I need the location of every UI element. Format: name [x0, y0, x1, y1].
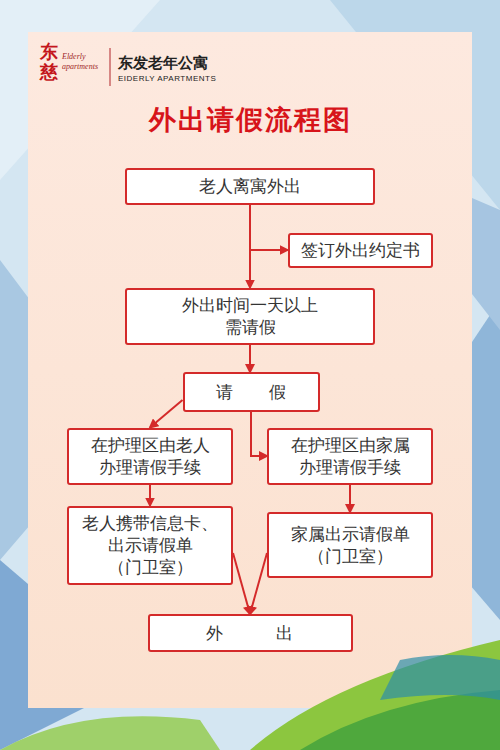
- process-box: 请 假: [183, 372, 320, 412]
- diagram-title: 外出请假流程图: [28, 102, 472, 138]
- box-text: 老人携带信息卡、 出示请假单 （门卫室）: [75, 512, 225, 578]
- process-box: 家属出示请假单 （门卫室）: [267, 512, 433, 578]
- process-box: 签订外出约定书: [288, 233, 433, 268]
- box-text: 请 假: [201, 381, 302, 403]
- flow-arrow: [250, 205, 288, 251]
- box-text: 外出时间一天以上 需请假: [175, 294, 325, 338]
- flow-arrow: [249, 345, 251, 373]
- box-text: 家属出示请假单 （门卫室）: [275, 523, 425, 567]
- box-text: 外 出: [183, 622, 318, 644]
- flow-arrow: [251, 412, 267, 456]
- flow-arrow: [250, 553, 267, 614]
- box-text: 老人离寓外出: [199, 175, 301, 197]
- flow-arrow: [233, 553, 250, 614]
- logo-english: Elderly apartments: [62, 52, 108, 71]
- flow-arrow: [249, 205, 251, 288]
- process-box: 老人携带信息卡、 出示请假单 （门卫室）: [67, 506, 233, 585]
- process-box: 在护理区由老人 办理请假手续: [67, 428, 233, 485]
- logo-name: 东发老年公寓: [118, 54, 208, 73]
- process-box: 外 出: [148, 614, 353, 652]
- process-box: 在护理区由家属 办理请假手续: [267, 428, 433, 485]
- flow-arrow: [150, 400, 183, 428]
- box-text: 签订外出约定书: [301, 239, 420, 261]
- flow-arrow: [149, 485, 151, 506]
- process-box: 老人离寓外出: [125, 168, 375, 205]
- flow-arrow: [349, 485, 351, 513]
- logo-mark: 东慈: [40, 42, 58, 82]
- process-box: 外出时间一天以上 需请假: [125, 288, 375, 345]
- box-text: 在护理区由家属 办理请假手续: [275, 434, 425, 478]
- logo-subtitle: EIDERLY APARTMENTS: [118, 74, 216, 83]
- box-text: 在护理区由老人 办理请假手续: [75, 434, 225, 478]
